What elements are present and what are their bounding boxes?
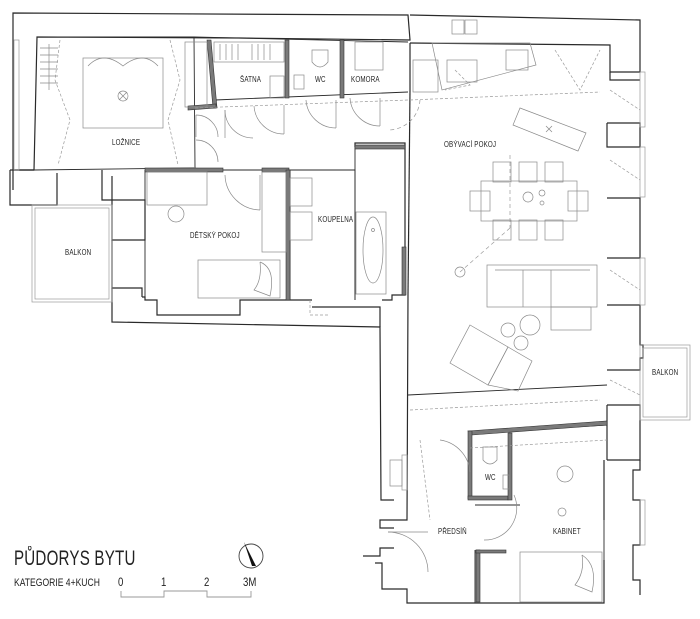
- room-label-komora: KOMORA: [351, 75, 380, 84]
- new-walls: [144, 39, 608, 603]
- wardrobe-loznice: [40, 44, 58, 90]
- toilet-top: [293, 49, 329, 90]
- scale-tick-2: 2: [204, 575, 210, 589]
- double-bed: [82, 57, 164, 129]
- door-swings: [195, 97, 518, 573]
- scale-tick-1: 1: [161, 575, 167, 589]
- bathroom-furniture: [289, 177, 387, 295]
- armchair: [449, 324, 533, 392]
- kitchen-island: [512, 107, 587, 152]
- room-label-balkon-right: BALKON: [652, 368, 679, 377]
- plan-title: PŮDORYS BYTU: [14, 547, 136, 570]
- room-label-koupelna: KOUPELNA: [318, 215, 354, 224]
- toilet-bottom: [482, 446, 510, 490]
- kabinet-furniture: [519, 465, 603, 603]
- balcony-left: [31, 204, 113, 303]
- room-label-wc-bottom: WC: [485, 473, 496, 482]
- room-label-balkon-left: BALKON: [65, 248, 92, 257]
- scale-tick-3: 3M: [243, 575, 257, 589]
- room-label-wc-top: WC: [315, 75, 326, 84]
- satna-shelves: [184, 41, 285, 108]
- scale-tick-0: 0: [118, 575, 124, 589]
- dining-table: [454, 155, 589, 278]
- hall-cabinet: [389, 459, 403, 487]
- childrens-room-furniture: [146, 171, 287, 299]
- furniture: [40, 19, 603, 603]
- facade-windows: [13, 39, 646, 546]
- room-label-kabinet: KABINET: [553, 527, 581, 536]
- komora-unit: [354, 41, 384, 71]
- room-label-detsky-pokoj: DĚTSKÝ POKOJ: [190, 231, 240, 240]
- room-label-satna: ŠATNA: [240, 75, 262, 84]
- room-label-predsin: PŘEDSÍŇ: [438, 527, 467, 536]
- ceiling-lines: [54, 39, 641, 521]
- plan-subtitle: KATEGORIE 4+KUCH: [14, 577, 100, 589]
- side-tables: [500, 314, 541, 351]
- room-label-obyvaci-pokoj: OBÝVACÍ POKOJ: [444, 140, 497, 149]
- outer-walls: [9, 12, 644, 604]
- kitchen-counter: [412, 19, 537, 93]
- balcony-right: [639, 344, 691, 421]
- sofa: [486, 264, 598, 331]
- room-label-loznice: LOŽNICE: [112, 138, 141, 147]
